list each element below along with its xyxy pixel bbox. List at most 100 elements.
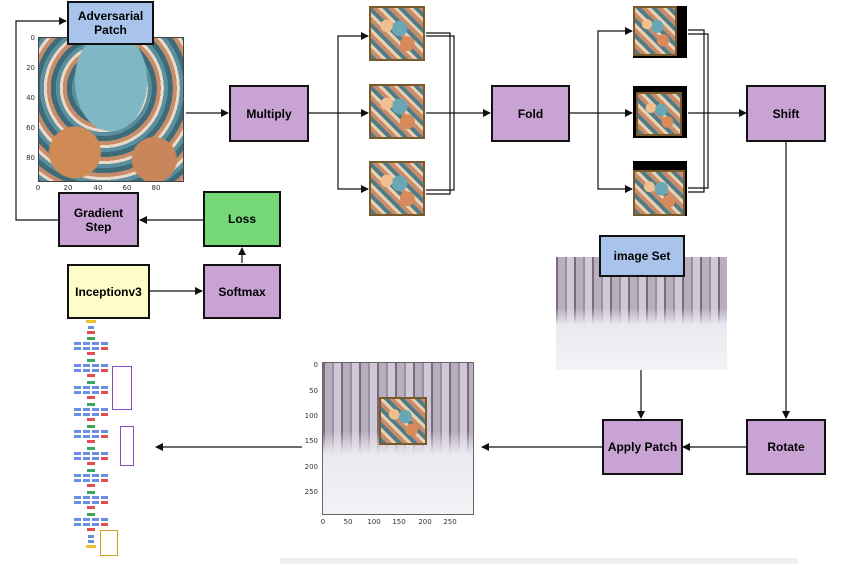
network-layer-block: [74, 391, 81, 394]
network-layer-block: [74, 430, 81, 433]
network-layer-block: [92, 391, 99, 394]
network-layer-block: [74, 523, 81, 526]
network-layer-block: [74, 413, 81, 416]
network-layer-block: [92, 496, 99, 499]
apply-patch-box: Apply Patch: [602, 419, 683, 475]
network-layer-block: [83, 413, 90, 416]
network-layer-block: [83, 452, 90, 455]
result-x-tick: 150: [392, 518, 406, 526]
network-layer-block: [87, 352, 95, 355]
network-layer-block: [87, 425, 95, 428]
network-layer-block: [101, 501, 108, 504]
result-y-tick: 200: [304, 463, 318, 471]
network-layer-block: [87, 513, 95, 516]
network-layer-block: [101, 342, 108, 345]
network-layer-block: [83, 391, 90, 394]
network-layer-block: [74, 435, 81, 438]
result-x-tick: 200: [418, 518, 432, 526]
network-layer-block: [87, 462, 95, 465]
network-layer-block: [101, 369, 108, 372]
network-layer-block: [74, 347, 81, 350]
patch-x-tick: 40: [93, 184, 103, 192]
gradient-step-box: Gradient Step: [58, 192, 139, 247]
network-layer-block: [92, 364, 99, 367]
network-layer-block: [101, 347, 108, 350]
rotate-box: Rotate: [746, 419, 826, 475]
network-layer-block: [83, 408, 90, 411]
network-layer-block: [83, 342, 90, 345]
result-x-tick: 0: [320, 518, 326, 526]
network-layer-block: [101, 364, 108, 367]
network-layer-block: [74, 501, 81, 504]
footer-bar: [280, 558, 798, 564]
network-layer-block: [74, 518, 81, 521]
network-layer-block: [87, 469, 95, 472]
network-layer-block: [87, 528, 95, 531]
network-layer-block: [92, 479, 99, 482]
multiply-box: Multiply: [229, 85, 309, 142]
network-layer-block: [87, 418, 95, 421]
network-layer-block: [74, 452, 81, 455]
network-layer-block: [83, 496, 90, 499]
network-layer-block: [83, 369, 90, 372]
patch-y-tick: 0: [30, 34, 35, 42]
network-layer-block: [88, 326, 94, 329]
network-layer-block: [87, 484, 95, 487]
network-layer-block: [83, 523, 90, 526]
patch-y-tick: 40: [26, 94, 35, 102]
network-layer-block: [86, 320, 96, 323]
network-layer-block: [92, 369, 99, 372]
network-layer-block: [74, 408, 81, 411]
patch-x-tick: 20: [63, 184, 73, 192]
image-set-box: image Set: [599, 235, 685, 277]
auxiliary-branch-box: [112, 366, 132, 410]
network-layer-block: [83, 435, 90, 438]
patch-y-tick: 20: [26, 64, 35, 72]
patch-copy-thumbnail: [369, 161, 425, 216]
network-layer-block: [101, 413, 108, 416]
result-x-tick: 250: [443, 518, 457, 526]
network-layer-block: [101, 457, 108, 460]
result-x-tick: 50: [343, 518, 353, 526]
network-layer-block: [87, 506, 95, 509]
patch-x-tick: 80: [151, 184, 161, 192]
softmax-box: Softmax: [203, 264, 281, 319]
folded-patch-thumbnail: [633, 6, 677, 56]
network-layer-block: [92, 408, 99, 411]
network-layer-block: [83, 474, 90, 477]
network-layer-block: [83, 501, 90, 504]
network-layer-block: [87, 396, 95, 399]
result-y-tick: 0: [313, 361, 318, 369]
network-layer-block: [101, 518, 108, 521]
network-layer-block: [74, 457, 81, 460]
network-layer-block: [92, 430, 99, 433]
network-layer-block: [87, 403, 95, 406]
network-layer-block: [92, 386, 99, 389]
network-layer-block: [92, 452, 99, 455]
applied-patch: [379, 397, 427, 445]
network-layer-block: [87, 359, 95, 362]
network-layer-block: [86, 545, 96, 548]
inceptionv3-box: Inceptionv3: [67, 264, 150, 319]
network-layer-block: [101, 386, 108, 389]
shift-box: Shift: [746, 85, 826, 142]
network-layer-block: [101, 391, 108, 394]
network-layer-block: [87, 374, 95, 377]
network-layer-block: [87, 440, 95, 443]
patch-y-tick: 80: [26, 154, 35, 162]
network-layer-block: [87, 447, 95, 450]
adversarial-patch-box: Adversarial Patch: [67, 1, 154, 45]
network-layer-block: [87, 337, 95, 340]
network-layer-block: [74, 479, 81, 482]
network-layer-block: [83, 386, 90, 389]
network-layer-block: [92, 501, 99, 504]
network-layer-block: [87, 381, 95, 384]
folded-patch-thumbnail: [633, 170, 685, 216]
result-y-tick: 150: [304, 437, 318, 445]
network-layer-block: [74, 474, 81, 477]
patch-y-tick: 60: [26, 124, 35, 132]
network-layer-block: [74, 364, 81, 367]
patch-copy-thumbnail: [369, 84, 425, 139]
network-layer-block: [101, 523, 108, 526]
